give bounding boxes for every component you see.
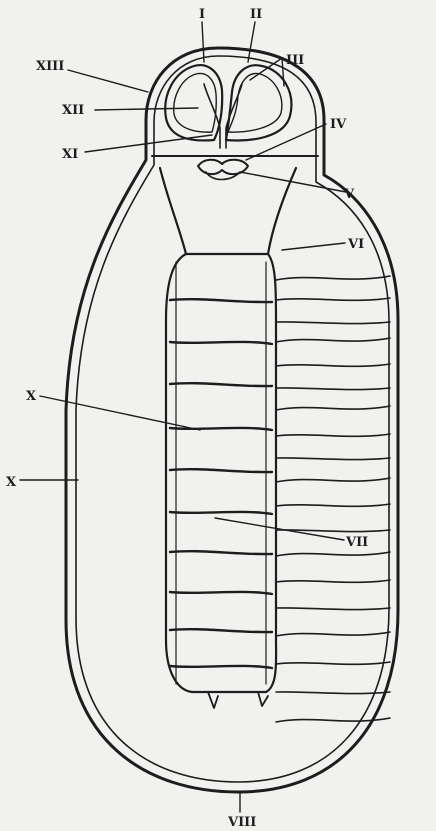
lateral-fold-line xyxy=(276,338,390,342)
lateral-fold-line xyxy=(276,322,390,324)
gut-segment-line xyxy=(170,592,272,594)
lateral-fold-line xyxy=(276,552,390,556)
left-head-lobe-inner xyxy=(174,73,217,132)
pharynx xyxy=(160,168,296,254)
gut-segment-line xyxy=(170,512,272,514)
label-XII: XII xyxy=(62,103,84,118)
label-X-inner: X xyxy=(26,389,37,404)
lateral-fold-line xyxy=(276,662,390,664)
lateral-fold-line xyxy=(276,434,390,436)
label-X-outer: X xyxy=(6,475,17,490)
label-XI: XI xyxy=(62,147,78,162)
gut-segment-line xyxy=(170,342,272,344)
leader-lines xyxy=(20,22,346,812)
gut-segment-line xyxy=(170,469,272,472)
lateral-fold-line xyxy=(276,298,390,300)
gut-segment-line xyxy=(170,428,272,430)
label-XIII: XIII xyxy=(36,59,64,74)
lateral-fold-line xyxy=(276,504,390,506)
tail-claw-left xyxy=(208,692,268,708)
gut-segment-line xyxy=(170,299,272,302)
gut-segment-line xyxy=(170,666,272,668)
intestine-segments xyxy=(170,299,272,668)
right-head-lobe-inner xyxy=(228,74,282,133)
label-III: III xyxy=(286,53,304,68)
lateral-fold-line xyxy=(276,692,390,694)
gut-segment-line xyxy=(170,629,272,632)
label-IV: IV xyxy=(330,117,347,132)
lateral-fold-line xyxy=(276,406,390,410)
lateral-fold-line xyxy=(276,364,390,366)
label-VI: VI xyxy=(347,237,364,252)
lateral-fold-line xyxy=(276,632,390,636)
inner-body-wall xyxy=(76,56,389,782)
lateral-fold-line xyxy=(276,458,390,460)
gut-segment-line xyxy=(170,383,272,386)
label-VII: VII xyxy=(345,535,368,550)
lateral-fold-line xyxy=(276,478,390,482)
label-VIII: VIII xyxy=(227,815,256,830)
lateral-folds xyxy=(276,276,390,722)
gut-segment-line xyxy=(170,551,272,554)
lateral-fold-line xyxy=(276,276,390,280)
lateral-fold-line xyxy=(276,580,390,582)
lateral-fold-line xyxy=(276,388,390,390)
label-V: V xyxy=(343,187,355,202)
label-II: II xyxy=(250,7,262,22)
label-I: I xyxy=(199,7,205,22)
lateral-fold-line xyxy=(276,608,390,610)
